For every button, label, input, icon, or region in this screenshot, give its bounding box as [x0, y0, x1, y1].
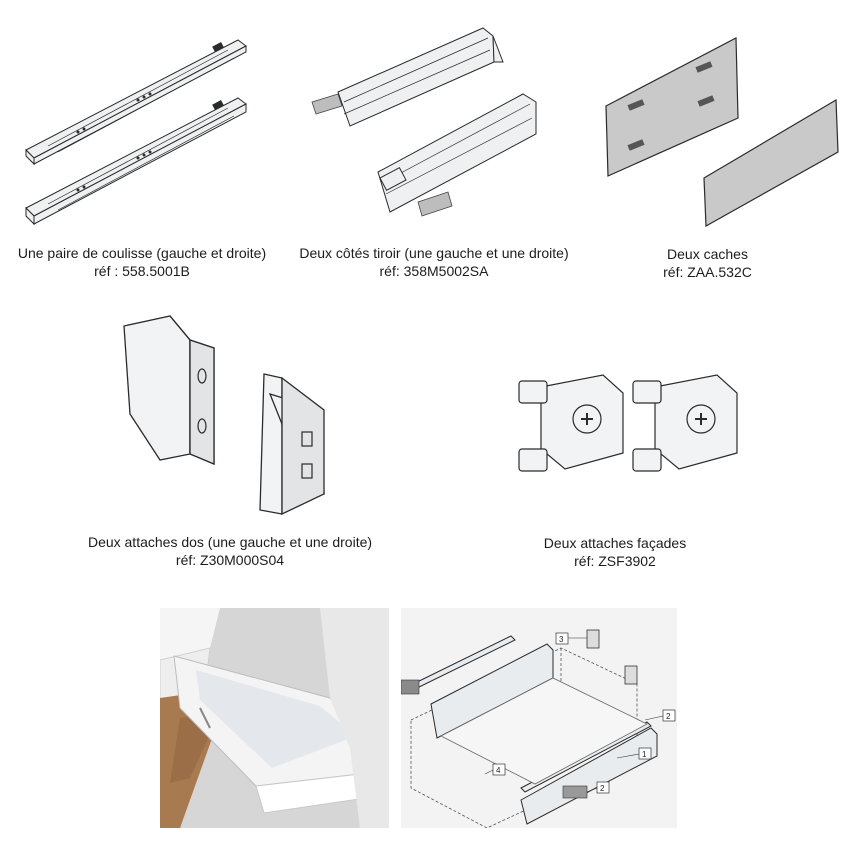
runners-caption: Une paire de coulisse (gauche et droite)… — [0, 244, 284, 280]
callout-4-label: 4 — [496, 766, 501, 775]
drawer-sides-ref: réf: 358M5002SA — [379, 263, 489, 279]
assembly-diagram: 1 2 2 3 4 — [401, 608, 677, 828]
rear-brackets-title: Deux attaches dos (une gauche et une dro… — [87, 534, 373, 550]
rear-brackets-illustration — [110, 314, 342, 526]
rear-brackets-caption: Deux attaches dos (une gauche et une dro… — [60, 533, 400, 569]
runners-illustration — [18, 20, 258, 240]
callout-1: 1 — [638, 747, 652, 760]
callout-2-upper: 2 — [662, 709, 676, 722]
callout-2-upper-label: 2 — [666, 712, 671, 721]
covers-caption: Deux caches réf: ZAA.532C — [620, 245, 795, 281]
drawer-sides-caption: Deux côtés tiroir (une gauche et une dro… — [284, 244, 584, 280]
callout-2-lower: 2 — [596, 781, 610, 794]
front-fixings-illustration — [505, 353, 745, 498]
drawer-sides-title: Deux côtés tiroir (une gauche et une dro… — [299, 245, 569, 261]
callout-1-label: 1 — [642, 750, 647, 759]
drawer-sides-illustration — [308, 22, 548, 222]
callout-2-lower-label: 2 — [600, 784, 605, 793]
front-fixings-caption: Deux attaches façades réf: ZSF3902 — [520, 534, 710, 570]
runners-ref: réf : 558.5001B — [94, 263, 190, 279]
front-fixings-ref: réf: ZSF3902 — [574, 553, 656, 569]
rear-brackets-ref: réf: Z30M000S04 — [175, 552, 285, 568]
callout-3: 3 — [555, 632, 569, 645]
front-fixings-title: Deux attaches façades — [543, 535, 687, 551]
runners-title: Une paire de coulisse (gauche et droite) — [17, 245, 267, 261]
covers-title: Deux caches — [667, 246, 748, 262]
covers-ref: réf: ZAA.532C — [663, 264, 752, 280]
callout-4: 4 — [492, 763, 506, 776]
drawer-photo — [160, 608, 389, 828]
covers-illustration — [600, 34, 840, 234]
callout-3-label: 3 — [559, 635, 564, 644]
